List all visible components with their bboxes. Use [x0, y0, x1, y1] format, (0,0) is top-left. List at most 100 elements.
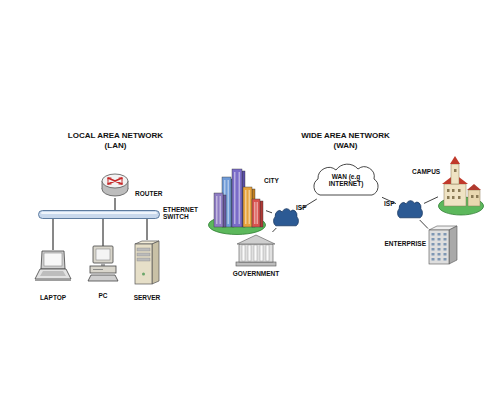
node-label: ROUTER: [135, 190, 175, 197]
pc-neck: [101, 263, 105, 266]
city-window-stripe: [220, 196, 222, 224]
government-column: [260, 245, 263, 261]
pc-keyboard: [88, 275, 118, 281]
server-side: [152, 241, 159, 284]
campus-window: [447, 196, 450, 199]
enterprise-window: [438, 248, 441, 251]
campus-illustration-shape: [438, 156, 484, 216]
pc-desktop-unit: [90, 266, 116, 273]
network-link: [53, 219, 54, 250]
enterprise-building: ENTERPRISE: [428, 224, 458, 264]
network-link: [272, 228, 276, 232]
server-front: [135, 244, 152, 284]
city-building-side: [260, 201, 263, 227]
campus-main-hall: [444, 184, 466, 206]
laptop-icon: LAPTOP: [35, 250, 71, 282]
wan-cloud-outline: [314, 164, 378, 195]
enterprise-window: [432, 253, 435, 256]
enterprise-window: [444, 243, 447, 246]
router-icon-shape: [101, 172, 129, 198]
isp-cloud-shape: [274, 209, 299, 226]
server-icon-shape: [134, 240, 160, 284]
switch-body: [39, 211, 160, 219]
laptop-screen: [44, 253, 62, 266]
node-label: GOVERNMENT: [226, 270, 286, 277]
router-icon: ROUTER: [101, 172, 129, 198]
node-label: WAN (e.g INTERNET): [324, 173, 368, 188]
node-label: CAMPUS: [412, 168, 442, 175]
city-window-stripe: [249, 190, 251, 224]
router-arrow-heads: [108, 178, 122, 184]
campus-window: [454, 169, 457, 172]
server-icon: SERVER: [134, 240, 160, 284]
isp-cloud-shape: [398, 201, 423, 218]
ethernet-switch-bar-shape: [38, 210, 160, 219]
node-label: ISP: [384, 200, 404, 207]
government-building-shape: [236, 232, 276, 266]
campus-tower: [451, 164, 459, 184]
campus-window: [476, 195, 479, 198]
isp-cloud: ISP: [396, 200, 424, 220]
network-link: [420, 220, 428, 229]
server-bay: [137, 253, 150, 256]
enterprise-window: [432, 258, 435, 261]
enterprise-window: [444, 258, 447, 261]
laptop-lid: [41, 251, 65, 269]
network-link: [266, 211, 272, 213]
city-window-stripe: [216, 196, 218, 224]
city-window-stripe: [245, 190, 247, 224]
enterprise-window: [432, 243, 435, 246]
city-window-stripe: [254, 202, 256, 224]
pc-monitor: [93, 246, 113, 263]
enterprise-front: [429, 230, 449, 264]
router-top: [102, 174, 128, 188]
network-link: [103, 219, 104, 246]
city-window-stripe: [257, 202, 259, 224]
city-building: [232, 169, 242, 227]
server-power: [142, 273, 145, 276]
pc-drive-slot: [93, 269, 103, 270]
campus-side-roof: [467, 184, 481, 190]
campus-window: [452, 189, 455, 192]
node-label: ETHERNET SWITCH: [163, 206, 199, 221]
enterprise-window: [432, 238, 435, 241]
city-building: [243, 187, 252, 227]
node-label: PC: [78, 292, 128, 299]
node-label: ENTERPRISE: [376, 240, 426, 247]
isp-cloud-fill: [274, 209, 299, 226]
network-title: LOCAL AREA NETWORK (LAN): [63, 131, 168, 151]
enterprise-window: [438, 233, 441, 236]
enterprise-window: [438, 253, 441, 256]
pc-icon: PC: [88, 246, 118, 282]
laptop-base: [35, 269, 71, 279]
laptop-icon-shape: [35, 250, 71, 282]
isp-cloud-shape: [272, 208, 300, 228]
network-link: [147, 219, 148, 240]
government-body: [239, 244, 273, 262]
city-illustration-shape: [208, 165, 266, 235]
node-label: ISP: [296, 204, 316, 211]
campus-window: [458, 196, 461, 199]
city-window-stripe: [234, 172, 236, 224]
enterprise-window: [444, 233, 447, 236]
wan-cloud: WAN (e.g INTERNET): [310, 163, 382, 199]
pc-icon-shape: [88, 246, 118, 282]
enterprise-building-shape: [428, 224, 458, 264]
campus-window: [447, 189, 450, 192]
campus-side-hall: [468, 190, 480, 206]
enterprise-side: [449, 226, 457, 264]
city-building-side: [223, 195, 226, 227]
network-link: [115, 198, 116, 210]
network-title: WIDE AREA NETWORK (WAN): [293, 131, 398, 151]
city-window-stripe: [239, 172, 241, 224]
node-label: CITY: [264, 177, 294, 184]
enterprise-window: [438, 238, 441, 241]
node-label: SERVER: [122, 294, 172, 301]
server-bay: [137, 248, 150, 251]
campus-window: [458, 189, 461, 192]
enterprise-window: [432, 248, 435, 251]
enterprise-window: [438, 258, 441, 261]
router-arrows: [108, 178, 122, 184]
enterprise-window: [444, 238, 447, 241]
government-steps: [236, 262, 276, 266]
